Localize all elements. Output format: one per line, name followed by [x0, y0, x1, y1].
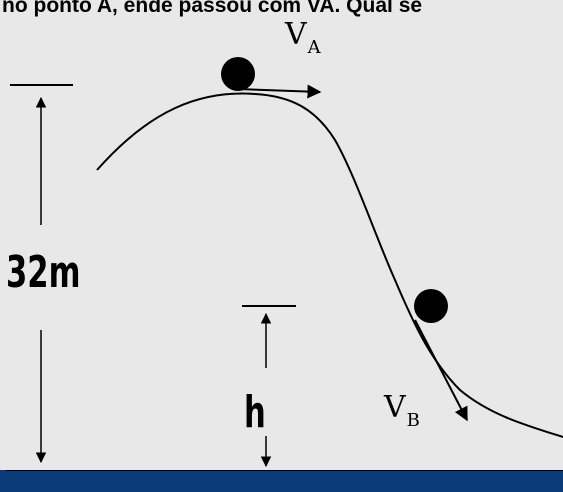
hill-curve [96, 92, 563, 438]
ground-surface [0, 470, 563, 492]
cropped-question-text: no ponto A, ende passou com VA. Qual se [2, 0, 423, 17]
ground-line [6, 470, 563, 471]
velocity-a-symbol: V [285, 17, 307, 52]
ball-b [414, 289, 448, 323]
ball-a [221, 57, 255, 91]
velocity-a-arrow [237, 84, 322, 99]
velocity-b-arrow [414, 319, 468, 422]
height-h-label: h [244, 388, 266, 438]
velocity-b-subscript: B [406, 410, 420, 431]
velocity-b-label: VB [384, 390, 420, 430]
velocity-a-subscript: A [307, 37, 321, 58]
velocity-a-label: VA [285, 17, 321, 57]
height-total-label: 32m [6, 248, 81, 298]
velocity-b-symbol: V [384, 390, 406, 425]
